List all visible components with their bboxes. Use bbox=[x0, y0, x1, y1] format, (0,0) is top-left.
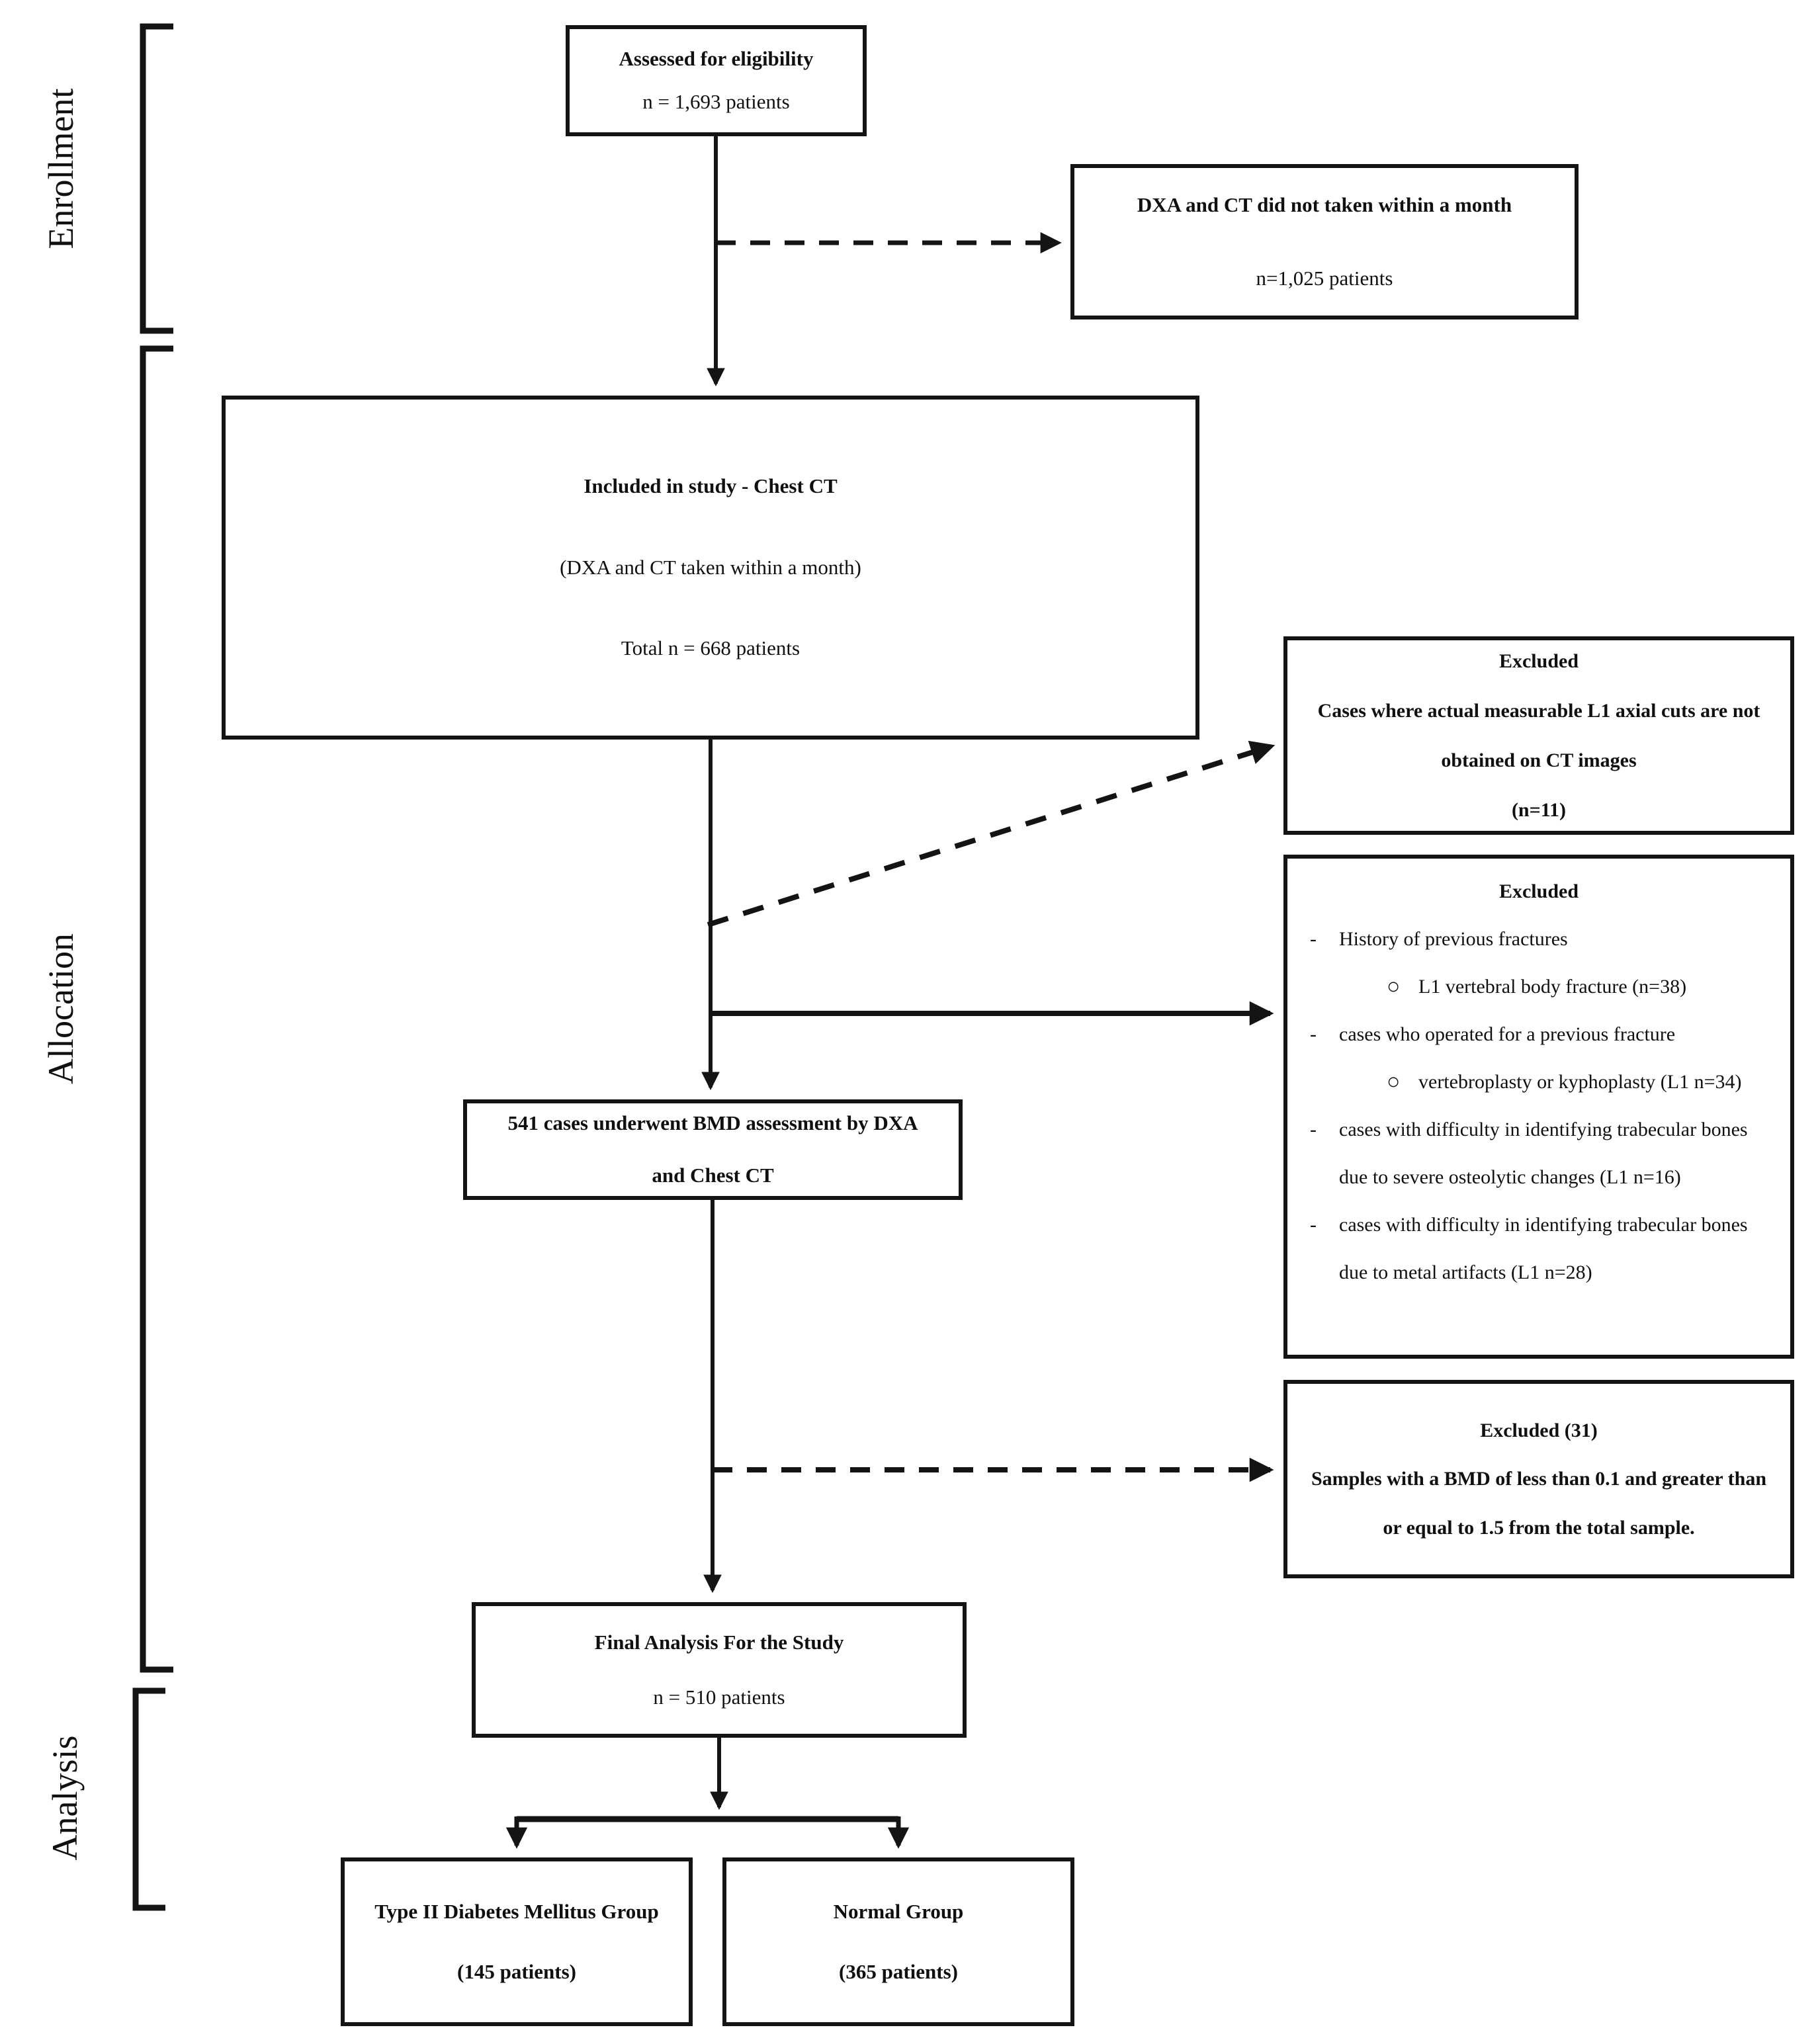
bmd-line1: 541 cases underwent BMD assessment by DX… bbox=[507, 1111, 918, 1135]
final-count: n = 510 patients bbox=[653, 1685, 785, 1709]
box-excluded-criteria: Excluded - History of previous fractures… bbox=[1283, 855, 1794, 1359]
allocation-bracket bbox=[140, 345, 173, 1673]
dxa-excluded-count: n=1,025 patients bbox=[1256, 266, 1393, 290]
excluded-item-text: vertebroplasty or kyphoplasty (L1 n=34) bbox=[1418, 1071, 1742, 1093]
excluded-bmd-reason: Samples with a BMD of less than 0.1 and … bbox=[1311, 1468, 1767, 1539]
box-assessed-for-eligibility: Assessed for eligibility n = 1,693 patie… bbox=[566, 25, 867, 136]
excluded-item: - cases with difficulty in identifying t… bbox=[1301, 1106, 1777, 1201]
dash-marker: - bbox=[1310, 1023, 1317, 1045]
dash-marker: - bbox=[1310, 928, 1317, 950]
section-label-allocation: Allocation bbox=[41, 933, 81, 1084]
excluded-subitem: ○ L1 vertebral body fracture (n=38) bbox=[1301, 963, 1777, 1011]
excluded-item-text: cases who operated for a previous fractu… bbox=[1339, 1023, 1676, 1045]
box-included-in-study: Included in study - Chest CT (DXA and CT… bbox=[222, 396, 1199, 740]
section-label-enrollment: Enrollment bbox=[41, 88, 81, 249]
t2dm-title: Type II Diabetes Mellitus Group bbox=[374, 1899, 659, 1923]
included-note: (DXA and CT taken within a month) bbox=[560, 555, 861, 579]
included-title: Included in study - Chest CT bbox=[584, 474, 838, 497]
box-excluded-axial-cuts: Excluded Cases where actual measurable L… bbox=[1283, 636, 1794, 835]
box-dxa-ct-not-within-month: DXA and CT did not taken within a month … bbox=[1070, 164, 1579, 319]
included-count: Total n = 668 patients bbox=[621, 636, 801, 660]
enrollment-bracket bbox=[140, 23, 173, 334]
assessed-title: Assessed for eligibility bbox=[619, 47, 814, 71]
box-bmd-assessment: 541 cases underwent BMD assessment by DX… bbox=[463, 1099, 963, 1200]
circle-marker: ○ bbox=[1387, 974, 1401, 999]
excluded-bmd-title: Excluded (31) bbox=[1480, 1419, 1598, 1441]
box-excluded-bmd-range: Excluded (31) Samples with a BMD of less… bbox=[1283, 1380, 1794, 1578]
dxa-excluded-title: DXA and CT did not taken within a month bbox=[1137, 192, 1512, 216]
box-final-analysis: Final Analysis For the Study n = 510 pat… bbox=[472, 1602, 967, 1738]
excluded-item: - cases with difficulty in identifying t… bbox=[1301, 1201, 1777, 1297]
excluded-axial-title: Excluded bbox=[1498, 650, 1579, 672]
t2dm-count: (145 patients) bbox=[457, 1959, 576, 1983]
box-t2dm-group: Type II Diabetes Mellitus Group (145 pat… bbox=[341, 1857, 693, 2026]
excluded-item-text: cases with difficulty in identifying tra… bbox=[1339, 1214, 1748, 1283]
excluded-item-text: History of previous fractures bbox=[1339, 928, 1568, 950]
excluded-item: - History of previous fractures bbox=[1301, 916, 1777, 963]
dash-marker: - bbox=[1310, 1119, 1317, 1140]
excluded-item-text: L1 vertebral body fracture (n=38) bbox=[1418, 976, 1687, 998]
excluded-axial-reason: Cases where actual measurable L1 axial c… bbox=[1317, 700, 1760, 771]
section-label-analysis: Analysis bbox=[45, 1735, 85, 1861]
circle-marker: ○ bbox=[1387, 1070, 1401, 1094]
excluded-item: - cases who operated for a previous frac… bbox=[1301, 1011, 1777, 1058]
normal-title: Normal Group bbox=[833, 1899, 964, 1923]
assessed-count: n = 1,693 patients bbox=[642, 90, 790, 113]
arrow-dashed-to-excluded-axial bbox=[707, 740, 1276, 927]
excluded-item-text: cases with difficulty in identifying tra… bbox=[1339, 1119, 1748, 1188]
normal-count: (365 patients) bbox=[839, 1959, 958, 1983]
dash-marker: - bbox=[1310, 1214, 1317, 1236]
box-normal-group: Normal Group (365 patients) bbox=[722, 1857, 1074, 2026]
excluded-axial-count: (n=11) bbox=[1511, 799, 1567, 821]
bmd-line2: and Chest CT bbox=[652, 1164, 774, 1187]
excluded-criteria-title: Excluded bbox=[1498, 880, 1579, 902]
excluded-subitem: ○ vertebroplasty or kyphoplasty (L1 n=34… bbox=[1301, 1058, 1777, 1106]
analysis-bracket bbox=[132, 1687, 165, 1911]
final-title: Final Analysis For the Study bbox=[594, 1630, 844, 1654]
